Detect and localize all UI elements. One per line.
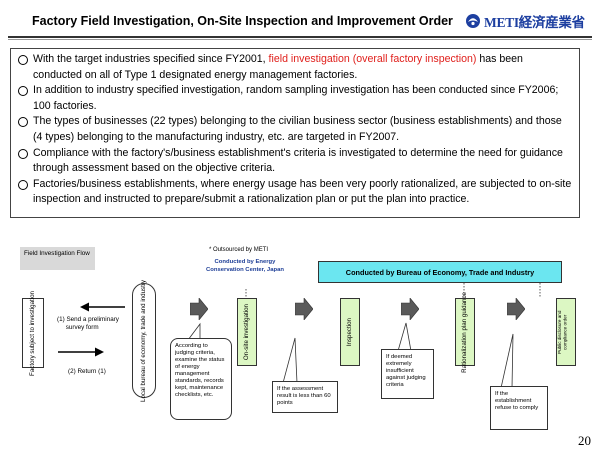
outsourced-note: * Outsourced by METI xyxy=(209,247,269,253)
refuse-callout: If the establishment refuse to comply xyxy=(490,386,548,430)
callout-pointer xyxy=(397,322,412,352)
callout-pointer xyxy=(282,337,298,384)
send-survey-label: (1) Send a preliminary survey form xyxy=(57,316,119,331)
flow-arrow-icon xyxy=(190,298,208,320)
public-disclosure-label: Public disclosure and compliance order xyxy=(557,310,568,354)
bullet-circle-icon xyxy=(18,55,28,65)
outsourced-to-label: Conducted by Energy Conservation Center,… xyxy=(206,259,284,273)
send-arrow-head xyxy=(80,302,89,312)
logo-text: METI経済産業省 xyxy=(484,15,585,30)
bullet-text: With the target industries specified sin… xyxy=(33,53,269,65)
bullet-text: In addition to industry specified invest… xyxy=(33,84,559,112)
judging-criteria-callout: According to judging criteria, examine t… xyxy=(170,338,232,420)
factory-box: Factory subject to investigation xyxy=(22,291,44,375)
bullet-circle-icon xyxy=(18,179,28,190)
insufficient-callout: If deemed extremely insufficient against… xyxy=(381,349,434,399)
bullet-item: Compliance with the factory's/business e… xyxy=(17,146,573,177)
flow-label: Field Investigation Flow xyxy=(20,247,95,270)
flow-arrow-icon xyxy=(507,298,525,320)
onsite-investigation-label: On-site investigation xyxy=(243,303,251,361)
bullet-item: The types of businesses (22 types) belon… xyxy=(17,114,573,145)
bullet-item: With the target industries specified sin… xyxy=(17,52,573,83)
bullet-text-tail: has been conducted on all of Type 1 desi… xyxy=(33,53,523,81)
public-disclosure-box: Public disclosure and compliance order xyxy=(556,298,576,366)
callout-pointer xyxy=(500,333,514,389)
local-bureau-box: Local bureau of economy, trade and indus… xyxy=(132,280,156,402)
return-label: (2) Return (1) xyxy=(68,368,106,375)
local-bureau-label: Local bureau of economy, trade and indus… xyxy=(140,279,148,402)
bullet-circle-icon xyxy=(18,117,28,128)
inspection-label: Inspection xyxy=(346,317,354,347)
assessment-callout: If the assessment result is less than 60… xyxy=(272,381,338,413)
bullet-item: Factories/business establishments, where… xyxy=(17,177,573,208)
header-divider xyxy=(8,36,592,38)
rationalization-label: Rationalization plan guidance xyxy=(461,291,469,373)
bureau-banner: Conducted by Bureau of Economy, Trade an… xyxy=(318,261,562,283)
bullet-circle-icon xyxy=(18,86,28,97)
page-number: 20 xyxy=(578,433,591,448)
bullet-text: Factories/business establishments, where… xyxy=(33,177,572,206)
flow-arrow-icon xyxy=(295,298,313,320)
bullet-text: The types of businesses (22 types) belon… xyxy=(33,115,562,143)
bullet-text: Compliance with the factory's/business e… xyxy=(33,146,563,175)
factory-label: Factory subject to investigation xyxy=(29,290,37,376)
summary-box: With the target industries specified sin… xyxy=(10,48,580,218)
header-divider-thin xyxy=(8,39,592,40)
bullet-highlight: field investigation (overall factory ins… xyxy=(268,53,477,65)
flow-arrow-icon xyxy=(401,298,419,320)
bullet-item: In addition to industry specified invest… xyxy=(17,83,573,114)
page-title: Factory Field Investigation, On-Site Ins… xyxy=(32,14,453,28)
meti-logo: METI経済産業省 xyxy=(465,12,585,30)
rationalization-box: Rationalization plan guidance xyxy=(455,292,475,372)
bullet-circle-icon xyxy=(18,148,28,159)
onsite-investigation-box: On-site investigation xyxy=(237,298,257,366)
inspection-box: Inspection xyxy=(340,298,360,366)
meti-emblem-icon xyxy=(466,14,480,28)
return-arrow-head xyxy=(95,347,104,357)
